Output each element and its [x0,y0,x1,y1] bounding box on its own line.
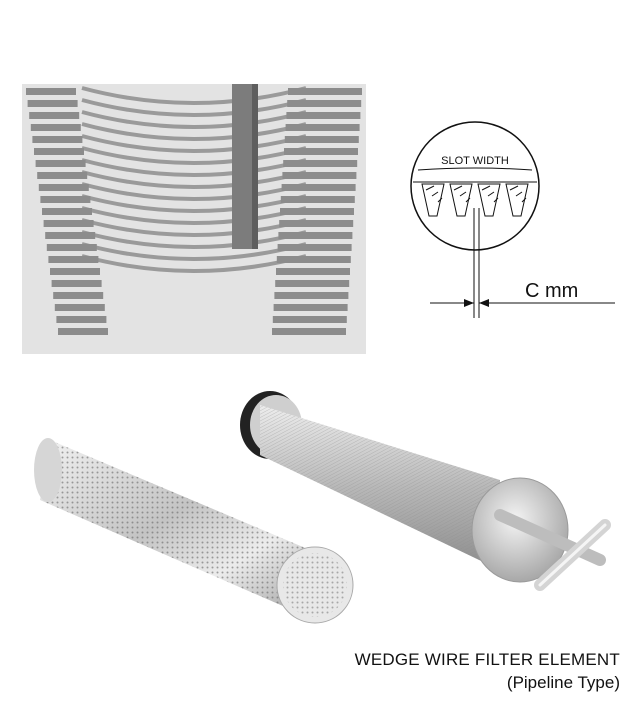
slot-width-schematic: SLOT WIDTH C mm [410,121,615,318]
wedge-wire-cutaway-image [22,84,366,354]
wedge-profile [449,183,473,217]
wedge-profile [477,183,501,217]
wedge-wire-filter [240,391,611,591]
product-subtitle: (Pipeline Type) [506,673,620,692]
wedge-wire-cutaway-render [22,84,366,354]
filter-products-image [34,391,611,624]
wedge-profile [505,183,529,217]
product-title: WEDGE WIRE FILTER ELEMENT [354,650,620,669]
wedge-profile [421,183,445,217]
perforated-tube [34,438,354,624]
slot-width-diagram: SLOT WIDTH C mm [400,108,630,338]
slot-width-label: SLOT WIDTH [441,155,509,167]
filter-element-products [30,380,630,630]
c-mm-label: C mm [525,280,578,302]
